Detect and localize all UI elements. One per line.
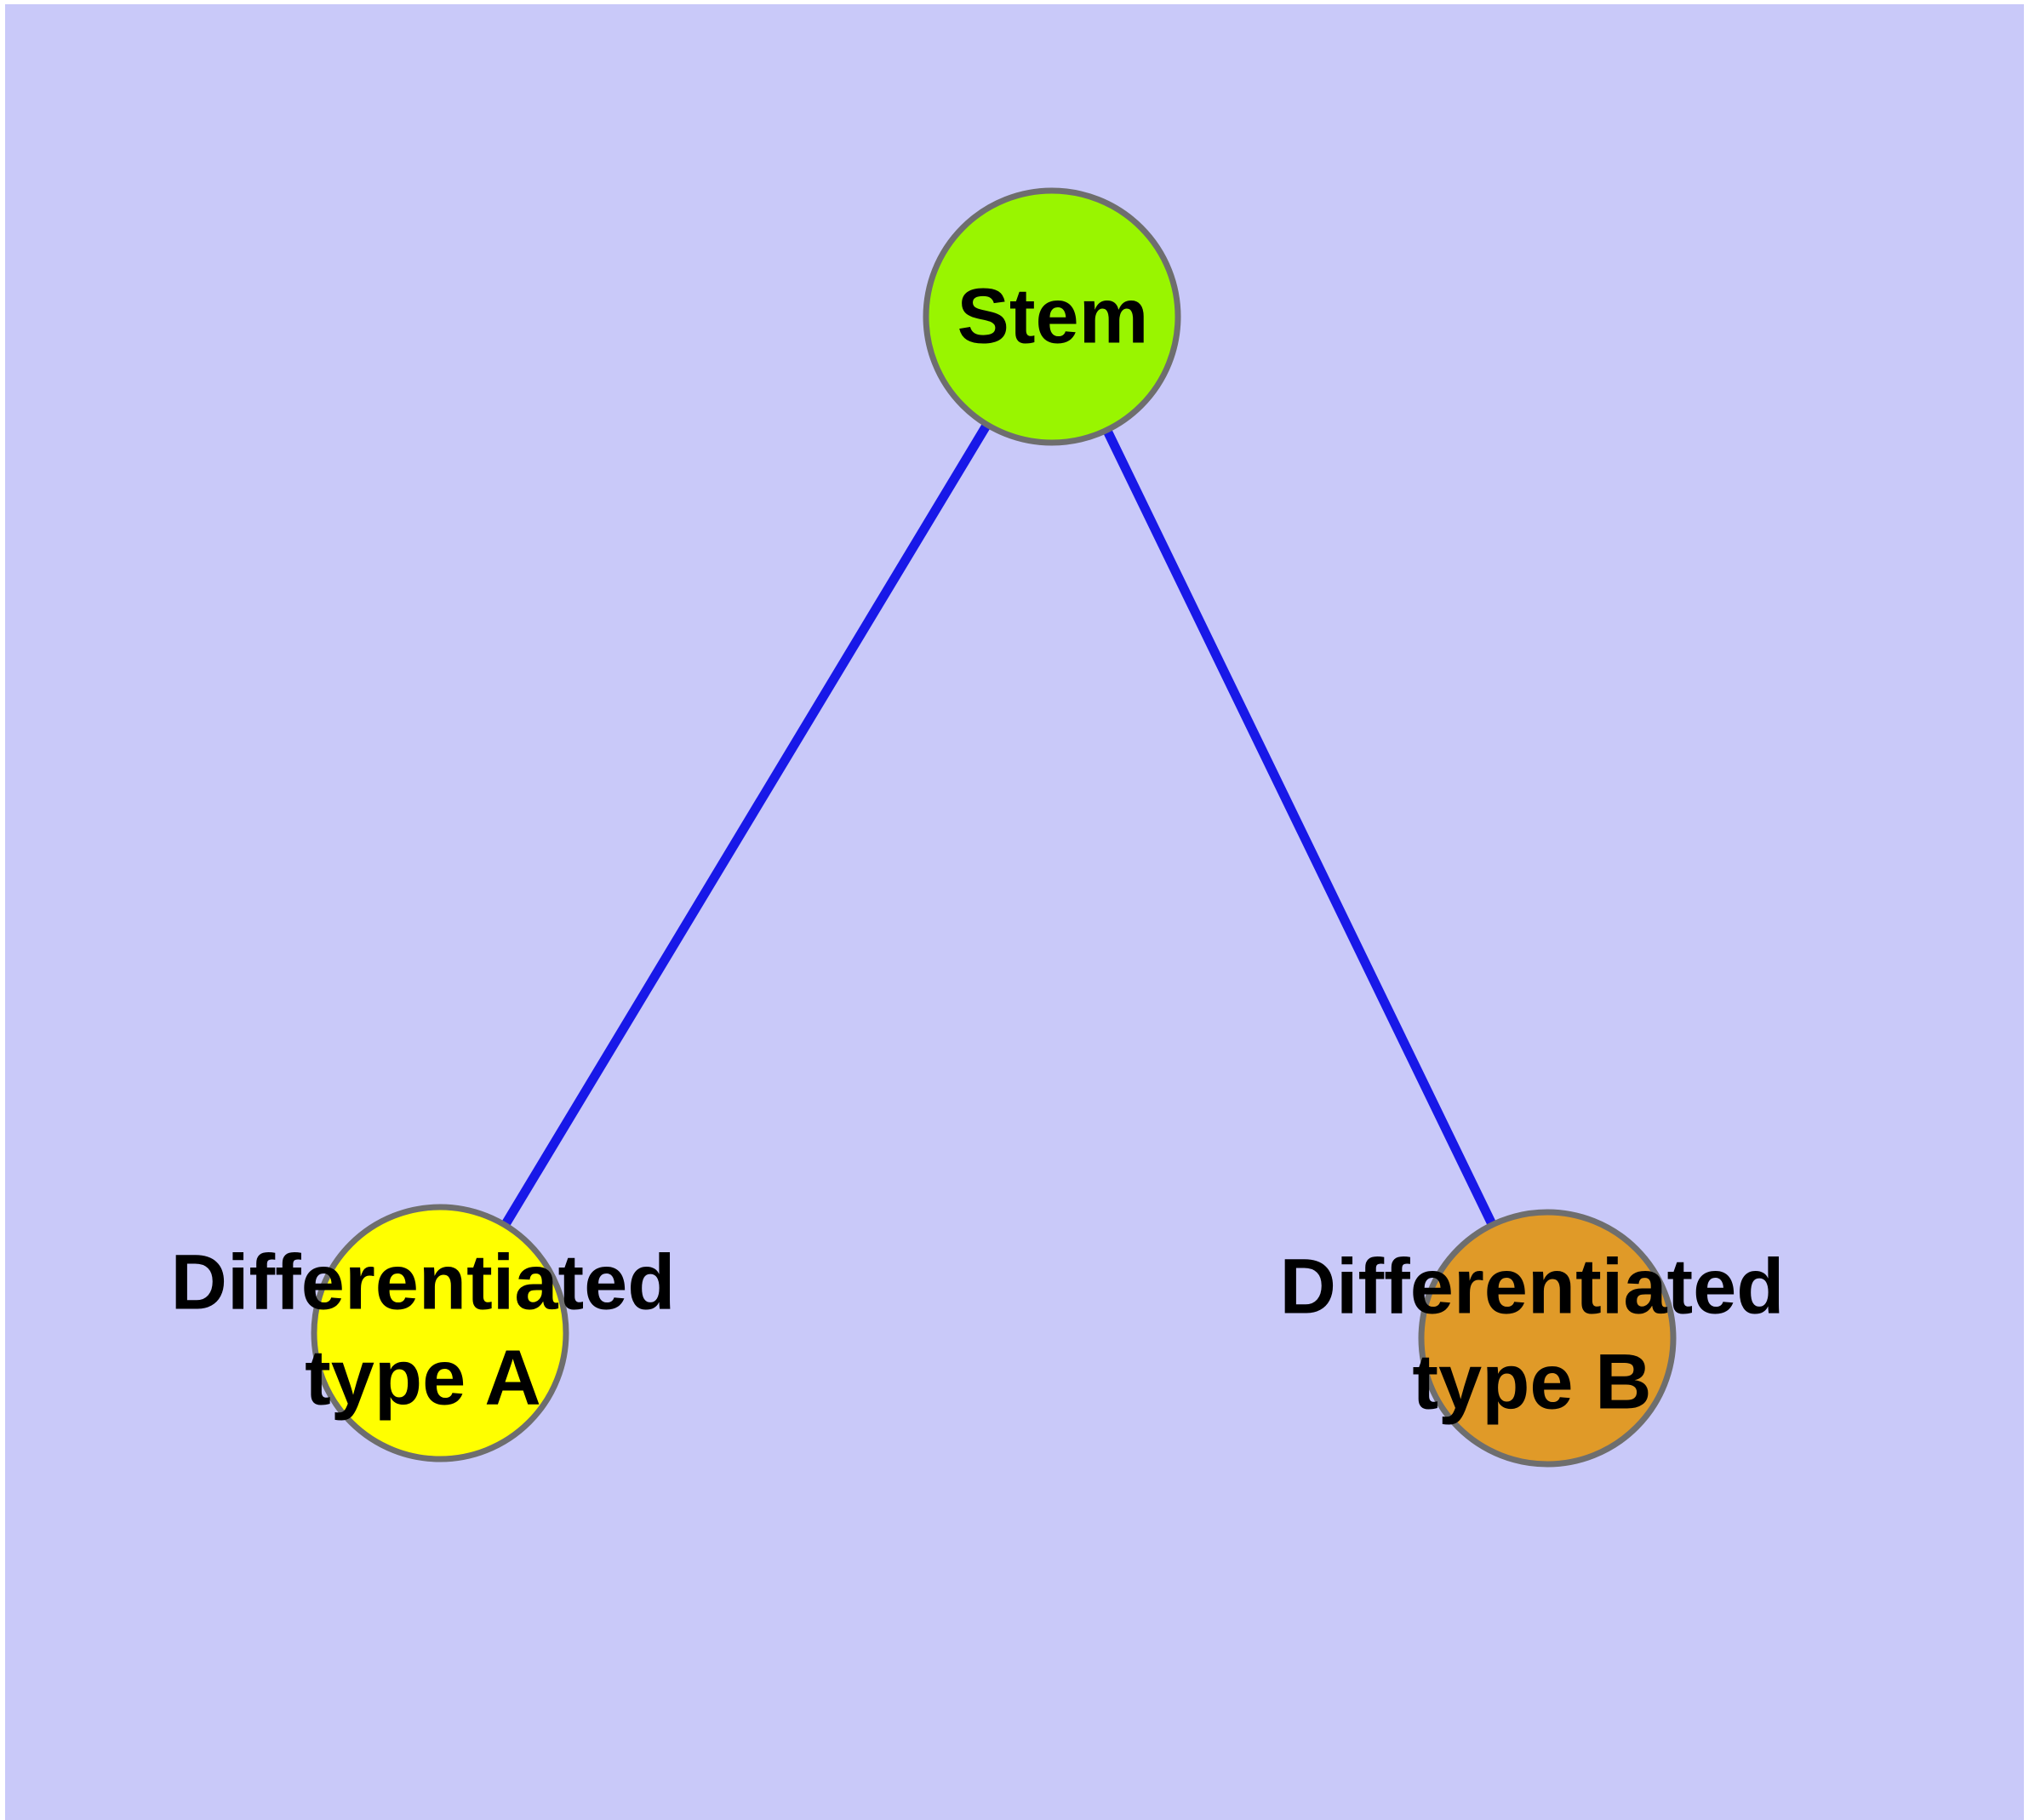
node-stem[interactable] [923,187,1181,446]
node-diff-b[interactable] [1418,1209,1677,1468]
node-diff-a-circle[interactable] [311,1204,569,1462]
edge-stem-to-diff-a[interactable] [436,314,1056,1336]
node-diff-b-label-line1: Differentiated [1280,1243,1785,1330]
node-stem-label: Stem [957,272,1149,359]
node-diff-a-label-line1: Differentiated [171,1239,676,1325]
node-diff-b-label-line2: type B [1412,1338,1651,1425]
node-diff-a-label-line2: type A [305,1334,541,1421]
edge-group [436,314,1552,1341]
edge-stem-to-diff-b[interactable] [1048,314,1552,1341]
node-stem-circle[interactable] [923,187,1181,446]
node-diff-b-circle[interactable] [1418,1209,1677,1468]
node-diff-a[interactable] [311,1204,569,1462]
node-label-group: Stem Differentiated type A Differentiate… [171,272,1785,1425]
